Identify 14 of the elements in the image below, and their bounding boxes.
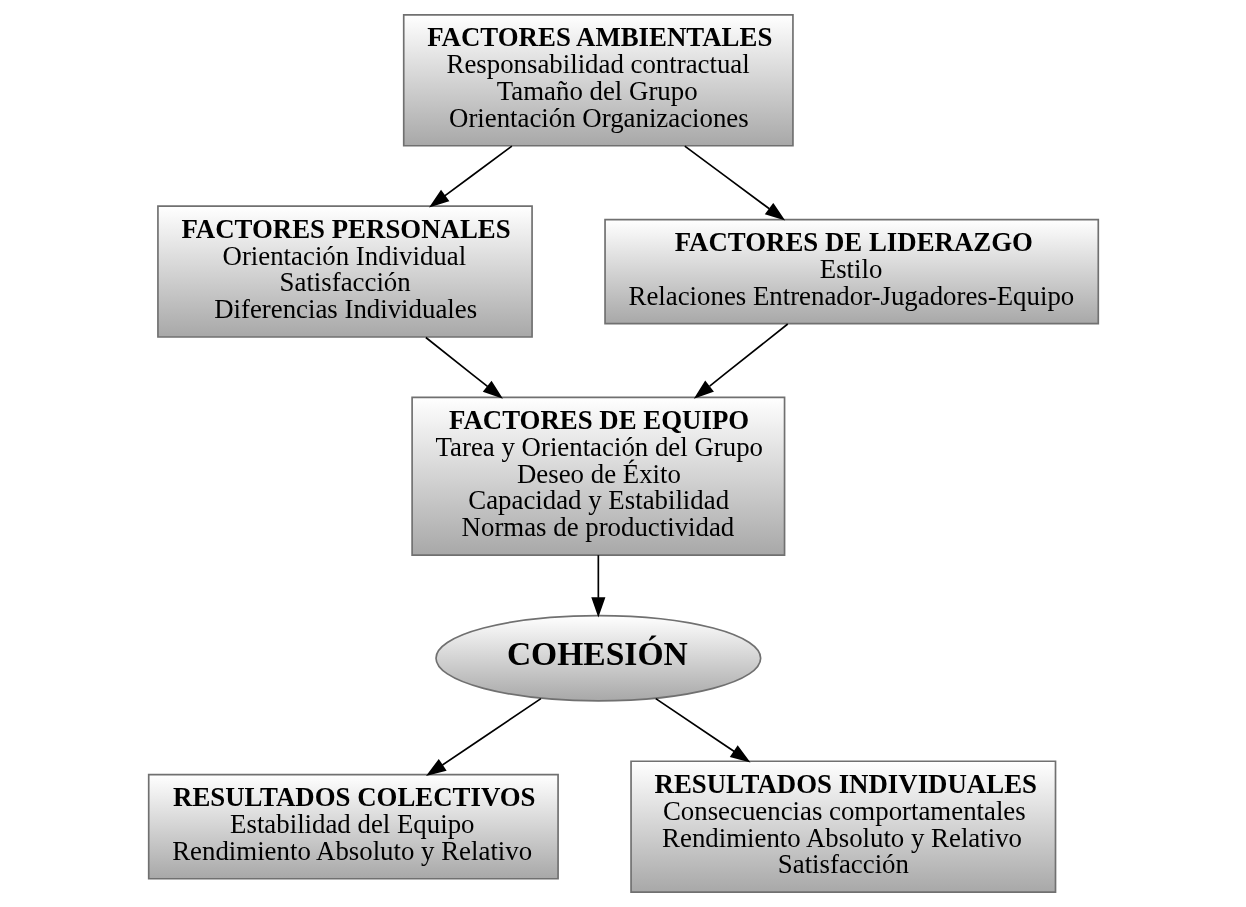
node-box: FACTORES PERSONALES Orientación Individual Satisfacción Diferencias Individuales	[156, 205, 533, 338]
arrow	[693, 323, 789, 399]
node-box: RESULTADOS INDIVIDUALES Consecuencias comportamentales Rendimiento Absoluto y Relativo Satisfacción	[629, 760, 1056, 893]
node-box: FACTORES DE LIDERAZGO Estilo Relaciones Entrenador-Jugadores-Equipo	[603, 218, 1099, 325]
arrow	[654, 697, 750, 763]
node-ellipse: COHESIÓN	[434, 614, 761, 702]
arrow	[683, 145, 785, 221]
arrow	[590, 554, 605, 618]
arrow	[425, 697, 542, 777]
node-box: FACTORES DE EQUIPO Tarea y Orientación del Grupo Deseo de Éxito Capacidad y Estabilidad Normas de productividad	[410, 396, 785, 556]
arrow	[424, 336, 503, 399]
arrow	[428, 145, 513, 208]
node-box: RESULTADOS COLECTIVOS Estabilidad del Equipo Rendimiento Absoluto y Relativo	[147, 773, 559, 880]
node-box: FACTORES AMBIENTALES Responsabilidad contractual Tamaño del Grupo Orientación Organizaciones	[402, 14, 794, 147]
